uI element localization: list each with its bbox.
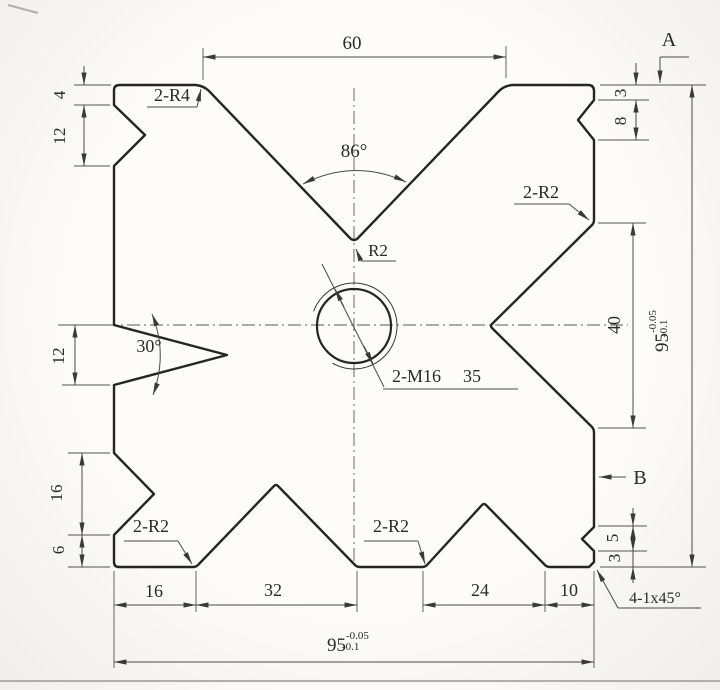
dim-text-95-bottom: 95-0.05-0.1 <box>327 630 369 656</box>
note-2r2-bottom-left: 2-R2 <box>133 516 169 536</box>
note-2r2-right: 2-R2 <box>523 182 559 202</box>
hole-thread-circle <box>313 282 398 370</box>
angle-arc-86 <box>302 170 407 185</box>
hole-minor-circle <box>315 287 393 365</box>
note-2r2-bottom-mid: 2-R2 <box>373 516 409 536</box>
dim-text-12-mid: 12 <box>49 348 68 365</box>
note-chamfer: 4-1x45° <box>629 590 681 607</box>
dim-text-6: 6 <box>49 546 68 555</box>
dim-text-5: 5 <box>603 534 622 543</box>
dim-text-16-left: 16 <box>47 485 66 502</box>
dimension-lines <box>72 54 695 665</box>
datum-a-label: A <box>662 29 677 51</box>
dim-text-4: 4 <box>50 90 69 99</box>
dim-text-3-top: 3 <box>611 89 630 98</box>
dim-text-8: 8 <box>611 117 630 126</box>
angle-arc-30 <box>151 313 161 396</box>
datum-b-label: B <box>633 467 646 489</box>
dim-text-10: 10 <box>560 580 578 600</box>
note-2r4: 2-R4 <box>154 85 190 105</box>
dim-text-60: 60 <box>343 33 362 54</box>
dim-text-16-bottom: 16 <box>145 581 163 601</box>
dim-text-3-bottom: 3 <box>605 554 624 563</box>
leader-lines <box>124 56 701 609</box>
extension-lines <box>62 46 706 668</box>
dim-text-24: 24 <box>471 580 489 600</box>
angle-text-86: 86° <box>341 141 368 162</box>
photo-corner-mark <box>7 4 39 14</box>
angle-text-30: 30° <box>136 336 161 356</box>
note-r2-apex: R2 <box>368 241 388 260</box>
dim-text-95-right: 95-0.05-0.1 <box>647 310 673 352</box>
dim-text-40: 40 <box>604 316 624 334</box>
leader-hole <box>321 263 385 388</box>
part-outline <box>112 83 596 569</box>
dim-text-12-top: 12 <box>50 128 69 145</box>
dim-text-32: 32 <box>264 580 282 600</box>
